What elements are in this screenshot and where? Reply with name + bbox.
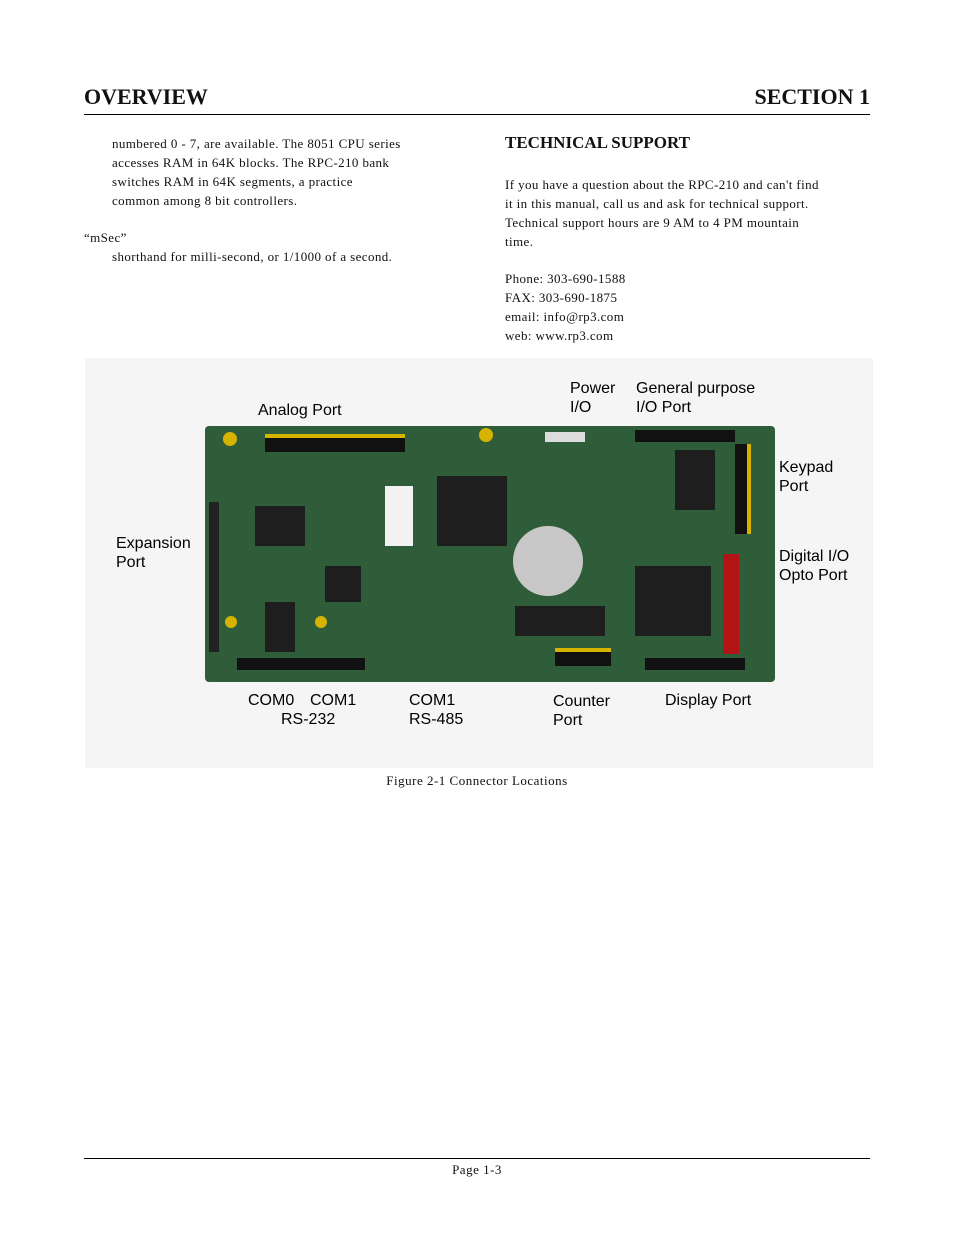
section-number: SECTION 1 — [754, 84, 870, 109]
connector-locations-figure: Analog Port Power I/O General purpose I/… — [85, 358, 873, 768]
expansion-header — [209, 502, 219, 652]
label-expansion-line1: Expansion — [116, 535, 191, 552]
analog-header — [265, 434, 405, 452]
text-line: numbered 0 - 7, are available. The 8051 … — [112, 136, 401, 151]
email-address: email: info@rp3.com — [505, 309, 625, 324]
chip — [515, 606, 605, 636]
capacitor — [315, 616, 327, 628]
circuit-board-image — [205, 426, 775, 682]
term-msec-definition: shorthand for milli-second, or 1/1000 of… — [112, 249, 393, 264]
phone-number: Phone: 303-690-1588 — [505, 271, 626, 286]
text-line: accesses RAM in 64K blocks. The RPC-210 … — [112, 155, 390, 170]
label-rs232: RS-232 — [281, 711, 336, 728]
eprom-label — [385, 486, 413, 546]
text-line: common among 8 bit controllers. — [112, 193, 298, 208]
web-address: web: www.rp3.com — [505, 328, 614, 343]
com-header — [237, 658, 365, 670]
chip — [265, 602, 295, 652]
footer-rule — [84, 1158, 870, 1159]
technical-support-text: If you have a question about the RPC-210… — [505, 175, 819, 251]
text-line: switches RAM in 64K segments, a practice — [112, 174, 353, 189]
text-line: If you have a question about the RPC-210… — [505, 177, 819, 192]
text-line: time. — [505, 234, 534, 249]
label-general-io-line1: General purpose — [636, 380, 756, 397]
label-keypad-line1: Keypad — [779, 459, 834, 476]
opto-header — [723, 554, 739, 654]
definition-continued: numbered 0 - 7, are available. The 8051 … — [112, 134, 401, 210]
power-terminal — [545, 432, 585, 442]
label-counter-line2: Port — [553, 712, 583, 729]
label-display-port: Display Port — [665, 692, 752, 709]
large-chip — [635, 566, 711, 636]
page-header: OVERVIEW SECTION 1 — [84, 84, 870, 115]
term-msec: “mSec” — [84, 230, 127, 245]
capacitor — [223, 432, 237, 446]
label-digital-io-line2: Opto Port — [779, 567, 848, 584]
capacitor — [225, 616, 237, 628]
chip — [255, 506, 305, 546]
cpu-chip — [437, 476, 507, 546]
label-counter-line1: Counter — [553, 693, 610, 710]
text-line: it in this manual, call us and ask for t… — [505, 196, 809, 211]
label-rs485: RS-485 — [409, 711, 464, 728]
chip — [675, 450, 715, 510]
label-general-io-line2: I/O Port — [636, 399, 692, 416]
fax-number: FAX: 303-690-1875 — [505, 290, 618, 305]
label-expansion-line2: Port — [116, 554, 146, 571]
capacitor — [479, 428, 493, 442]
label-keypad-line2: Port — [779, 478, 809, 495]
gpio-header — [635, 430, 735, 442]
contact-info: Phone: 303-690-1588 FAX: 303-690-1875 em… — [505, 269, 626, 345]
label-digital-io-line1: Digital I/O — [779, 548, 850, 565]
chip — [325, 566, 361, 602]
label-power-io-line2: I/O — [570, 399, 592, 416]
text-line: Technical support hours are 9 AM to 4 PM… — [505, 215, 800, 230]
battery-icon — [513, 526, 583, 596]
counter-header — [555, 648, 611, 666]
display-header — [645, 658, 745, 670]
technical-support-heading: TECHNICAL SUPPORT — [505, 133, 691, 152]
figure-caption: Figure 2-1 Connector Locations — [386, 773, 568, 788]
label-power-io-line1: Power — [570, 380, 616, 397]
section-title: OVERVIEW — [84, 84, 208, 109]
label-com1-rs485: COM1 — [409, 692, 456, 709]
page-number: Page 1-3 — [452, 1162, 502, 1177]
label-com1-rs232: COM1 — [310, 692, 357, 709]
label-com0: COM0 — [248, 692, 295, 709]
label-analog-port: Analog Port — [258, 402, 342, 419]
keypad-header — [735, 444, 751, 534]
